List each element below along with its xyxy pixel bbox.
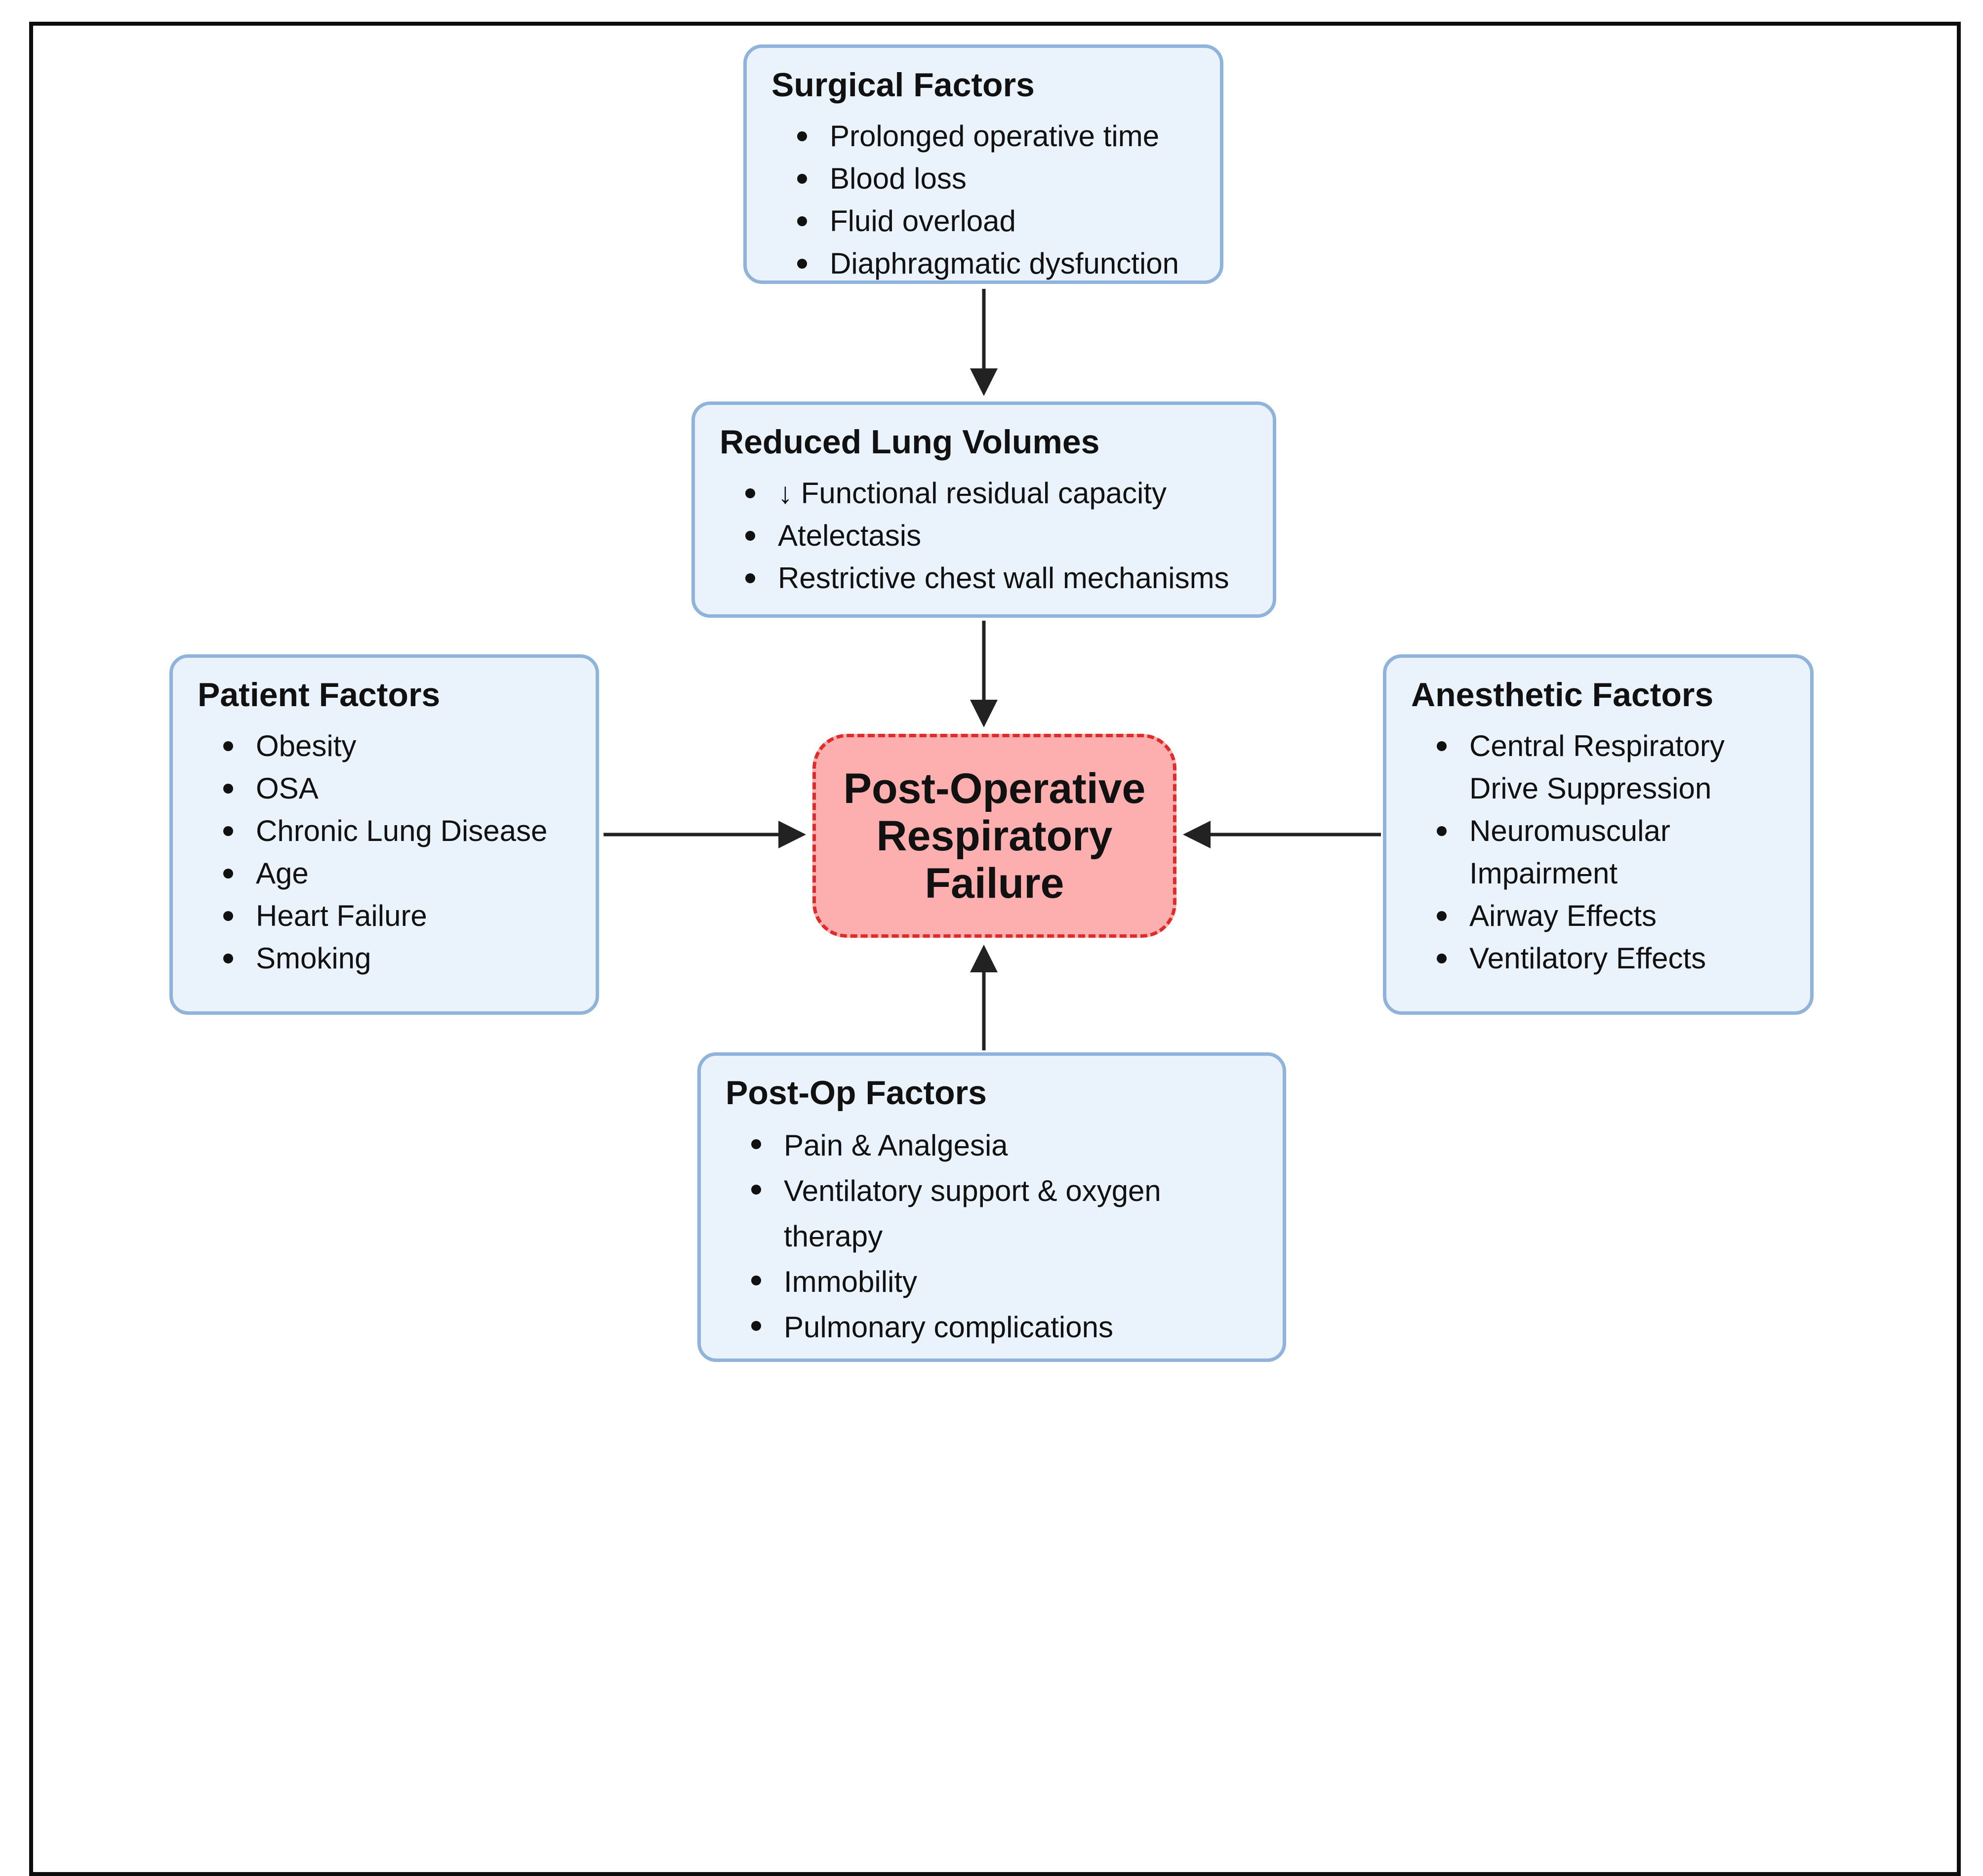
- anesthetic-factors-list: Central Respiratory Drive Suppression Ne…: [1411, 725, 1785, 980]
- list-item: Atelectasis: [720, 515, 1248, 557]
- list-item: Central Respiratory Drive Suppression: [1411, 725, 1785, 810]
- center-node-label: Post-Operative Respiratory Failure: [843, 764, 1146, 907]
- list-item: Prolonged operative time: [771, 115, 1195, 158]
- list-item: Obesity: [198, 725, 571, 767]
- post-op-factors-box: Post-Op Factors Pain & Analgesia Ventila…: [697, 1052, 1286, 1362]
- post-op-factors-list: Pain & Analgesia Ventilatory support & o…: [726, 1123, 1258, 1350]
- reduced-lung-volumes-box: Reduced Lung Volumes ↓ Functional residu…: [691, 401, 1276, 618]
- list-item: Fluid overload: [771, 200, 1195, 242]
- list-item: Neuromuscular Impairment: [1411, 810, 1785, 895]
- list-item: Ventilatory Effects: [1411, 937, 1785, 980]
- list-item: Heart Failure: [198, 895, 571, 937]
- list-item: Restrictive chest wall mechanisms: [720, 557, 1248, 599]
- list-item: Ventilatory support & oxygen therapy: [726, 1168, 1258, 1259]
- list-item: Age: [198, 852, 571, 895]
- anesthetic-factors-box: Anesthetic Factors Central Respiratory D…: [1383, 654, 1814, 1015]
- list-item: Pain & Analgesia: [726, 1123, 1258, 1168]
- patient-factors-title: Patient Factors: [198, 676, 441, 714]
- list-item: Pulmonary complications: [726, 1305, 1258, 1350]
- anesthetic-factors-title: Anesthetic Factors: [1411, 676, 1714, 714]
- list-item: Blood loss: [771, 158, 1195, 200]
- list-item: Immobility: [726, 1259, 1258, 1305]
- connector-arrows: [604, 289, 1381, 1050]
- patient-factors-list: Obesity OSA Chronic Lung Disease Age Hea…: [198, 725, 571, 980]
- patient-factors-box: Patient Factors Obesity OSA Chronic Lung…: [169, 654, 599, 1015]
- list-item: Airway Effects: [1411, 895, 1785, 937]
- surgical-factors-box: Surgical Factors Prolonged operative tim…: [743, 44, 1223, 284]
- list-item: ↓ Functional residual capacity: [720, 472, 1248, 515]
- post-op-factors-title: Post-Op Factors: [726, 1074, 987, 1112]
- surgical-factors-list: Prolonged operative time Blood loss Flui…: [771, 115, 1195, 285]
- reduced-lung-volumes-list: ↓ Functional residual capacity Atelectas…: [720, 472, 1248, 599]
- list-item: Chronic Lung Disease: [198, 810, 571, 852]
- list-item: OSA: [198, 767, 571, 810]
- post-operative-respiratory-failure-node: Post-Operative Respiratory Failure: [812, 734, 1176, 938]
- reduced-lung-volumes-title: Reduced Lung Volumes: [720, 423, 1100, 461]
- list-item: Smoking: [198, 937, 571, 980]
- list-item: Diaphragmatic dysfunction: [771, 242, 1195, 285]
- surgical-factors-title: Surgical Factors: [771, 66, 1035, 104]
